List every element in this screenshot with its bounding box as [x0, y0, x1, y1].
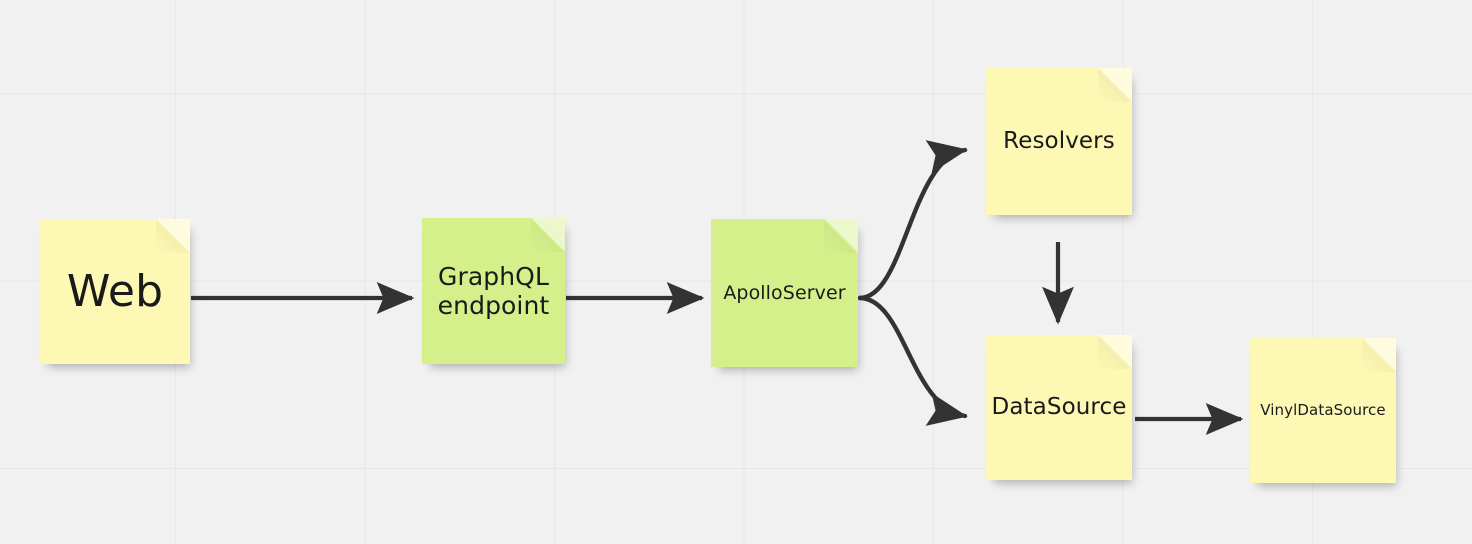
corner-fold-icon	[1362, 338, 1396, 372]
node-web[interactable]: Web	[40, 219, 190, 364]
corner-fold-icon	[1098, 335, 1132, 369]
node-resolvers-label: Resolvers	[1003, 127, 1115, 154]
node-vinyl-data-source-label: VinylDataSource	[1260, 400, 1386, 419]
node-resolvers[interactable]: Resolvers	[986, 68, 1132, 215]
node-apollo-server-label: ApolloServer	[723, 281, 846, 304]
corner-fold-icon	[824, 219, 858, 253]
edge-apollo-to-datasource[interactable]	[857, 295, 968, 426]
edge-apollo-to-resolvers[interactable]	[857, 140, 968, 301]
node-graphql-endpoint-label: GraphQL endpoint	[437, 261, 550, 321]
node-data-source-label: DataSource	[991, 393, 1127, 420]
node-web-label: Web	[66, 265, 164, 317]
node-vinyl-data-source[interactable]: VinylDataSource	[1250, 338, 1396, 483]
node-data-source[interactable]: DataSource	[986, 335, 1132, 480]
corner-fold-icon	[156, 219, 190, 253]
corner-fold-icon	[531, 218, 565, 252]
corner-fold-icon	[1098, 68, 1132, 102]
node-graphql-endpoint[interactable]: GraphQL endpoint	[422, 218, 565, 364]
node-apollo-server[interactable]: ApolloServer	[711, 219, 858, 367]
